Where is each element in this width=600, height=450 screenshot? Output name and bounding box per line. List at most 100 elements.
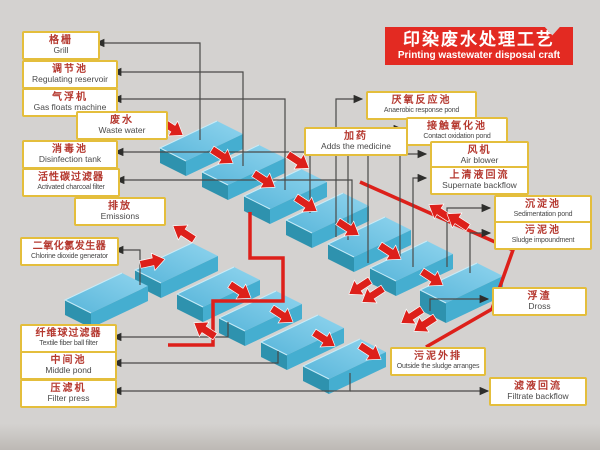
flow-arrow — [138, 252, 166, 272]
label-regulating-reservoir: 调节池 Regulating reservoir — [22, 60, 118, 89]
label-sedimentation-pond: 沉淀池 Sedimentation pond — [494, 195, 592, 224]
label-anaerobic-response-pond: 厌氧反应池 Anaerobic response pond — [366, 91, 477, 120]
flow-arrow — [348, 276, 373, 296]
label-regulating-zh: 调节池 — [52, 64, 88, 75]
label-charcoal-en: Activated charcoal filter — [37, 184, 105, 191]
connector-line — [335, 94, 364, 237]
flow-arrow — [269, 304, 294, 324]
label-contactox-zh: 接触氧化池 — [427, 121, 487, 132]
connector-line — [114, 175, 353, 236]
label-middlepond-en: Middle pond — [45, 365, 92, 375]
label-middlepond-zh: 中间池 — [50, 355, 87, 366]
label-adds-the-medicine: 加药 Adds the medicine — [304, 127, 408, 156]
flow-arrow — [172, 224, 197, 244]
label-filtrate-zh: 滤液回流 — [514, 381, 562, 392]
flow-arrow — [335, 217, 360, 237]
label-emissions-en: Emissions — [100, 211, 140, 221]
title-zh: 印染废水处理工艺 — [403, 30, 555, 49]
label-sludgearr-zh: 污泥外排 — [414, 351, 462, 362]
label-fiberball-zh: 纤维球过滤器 — [35, 328, 102, 339]
label-grill-zh: 格栅 — [49, 35, 73, 46]
connector-line — [111, 322, 229, 342]
label-dross-zh: 浮渣 — [527, 291, 552, 302]
label-middle-pond: 中间池 Middle pond — [20, 351, 117, 380]
recirculation-flow-line — [359, 180, 516, 349]
label-anaerobic-en: Anaerobic response pond — [383, 107, 460, 114]
label-charcoal-zh: 活性碳过滤器 — [38, 172, 104, 183]
label-grill-en: Grill — [53, 45, 69, 55]
connector-line — [111, 351, 279, 368]
label-dross-en: Dross — [528, 301, 551, 311]
label-anaerobic-zh: 厌氧反应池 — [391, 95, 452, 106]
flow-arrow — [193, 321, 218, 341]
flow-arrow — [419, 267, 444, 287]
label-filtrate-backflow: 滤液回流 Filtrate backflow — [489, 377, 587, 406]
label-textile-fiber-ball-filter: 纤维球过滤器 Textile fiber ball filter — [20, 324, 117, 353]
label-filtrate-en: Filtrate backflow — [507, 391, 569, 401]
flow-arrow — [357, 341, 382, 361]
label-chlorine-dioxide-generator: 二氧化氯发生器 Chlorine dioxide generator — [20, 237, 119, 266]
label-outside-sludge-arranges: 污泥外排 Outside the sludge arranges — [390, 347, 486, 376]
label-emissions-zh: 排放 — [108, 201, 132, 212]
label-sludgearr-en: Outside the sludge arranges — [396, 363, 480, 370]
label-addsmedicine-en: Adds the medicine — [321, 141, 391, 151]
label-fiberball-en: Textile fiber ball filter — [39, 340, 98, 347]
label-wastewater-zh: 废水 — [110, 115, 134, 126]
flow-arrow — [400, 305, 425, 325]
label-disinfection-tank: 消毒池 Disinfection tank — [22, 140, 118, 169]
flow-arrow — [413, 313, 438, 333]
label-filterpress-en: Filter press — [47, 393, 90, 403]
label-activated-charcoal-filter: 活性碳过滤器 Activated charcoal filter — [22, 168, 120, 197]
label-wastewater-en: Waste water — [98, 125, 146, 135]
flow-arrow — [285, 150, 310, 170]
flow-arrow — [227, 280, 252, 300]
label-supernate-zh: 上清液回流 — [449, 170, 510, 181]
process-tank-box — [63, 272, 148, 328]
connector-line — [429, 294, 490, 311]
flow-arrow — [446, 212, 471, 232]
label-contactox-en: Contact oxidation pond — [423, 133, 491, 140]
label-sludge-impoundment: 污泥池 Sludge impoundment — [494, 221, 592, 250]
label-addsmedicine-zh: 加药 — [344, 131, 368, 142]
label-chlorine-en: Chlorine dioxide generator — [31, 253, 108, 260]
connector-line — [113, 245, 141, 285]
connector-line — [469, 228, 492, 273]
label-disinfection-en: Disinfection tank — [38, 154, 102, 164]
recirculation-flow-line — [168, 212, 285, 347]
label-sludgeimp-en: Sludge impoundment — [511, 237, 575, 244]
label-airblower-zh: 风机 — [467, 145, 492, 156]
label-emissions: 排放 Emissions — [74, 197, 166, 226]
flow-arrow — [209, 145, 234, 165]
process-tank-box — [368, 240, 453, 296]
label-sedimentation-en: Sedimentation pond — [513, 211, 573, 218]
label-sedimentation-zh: 沉淀池 — [525, 199, 561, 210]
label-filter-press: 压滤机 Filter press — [20, 379, 117, 408]
label-waste-water: 废水 Waste water — [76, 111, 168, 140]
connector-line — [111, 67, 244, 166]
label-grill: 格栅 Grill — [22, 31, 100, 60]
connector-line — [446, 203, 492, 267]
label-chlorine-zh: 二氧化氯发生器 — [32, 241, 107, 252]
label-disinfection-zh: 消毒池 — [52, 144, 88, 155]
flow-arrow — [377, 241, 402, 261]
label-sludgeimp-zh: 污泥池 — [525, 225, 561, 236]
flow-arrow — [293, 193, 318, 213]
flow-arrow — [361, 284, 386, 304]
label-supernate-en: Supernate backflow — [442, 180, 517, 190]
connector-line — [94, 38, 201, 140]
label-regulating-en: Regulating reservoir — [31, 74, 109, 84]
process-tank-box — [133, 242, 218, 298]
connector-line — [111, 94, 286, 190]
label-filterpress-zh: 压滤机 — [50, 383, 87, 394]
title-en: Printing wastewater disposal craft — [397, 50, 561, 61]
title-banner: 印染废水处理工艺 Printing wastewater disposal cr… — [385, 27, 573, 65]
label-airblower-en: Air blower — [460, 155, 499, 165]
flow-arrow — [251, 169, 276, 189]
connector-line — [412, 173, 428, 267]
label-gasfloats-zh: 气浮机 — [52, 92, 88, 103]
label-gasfloats-en: Gas floats machine — [33, 102, 107, 112]
flow-arrow — [311, 328, 336, 348]
label-supernate-backflow: 上清液回流 Supernate backflow — [430, 166, 529, 195]
